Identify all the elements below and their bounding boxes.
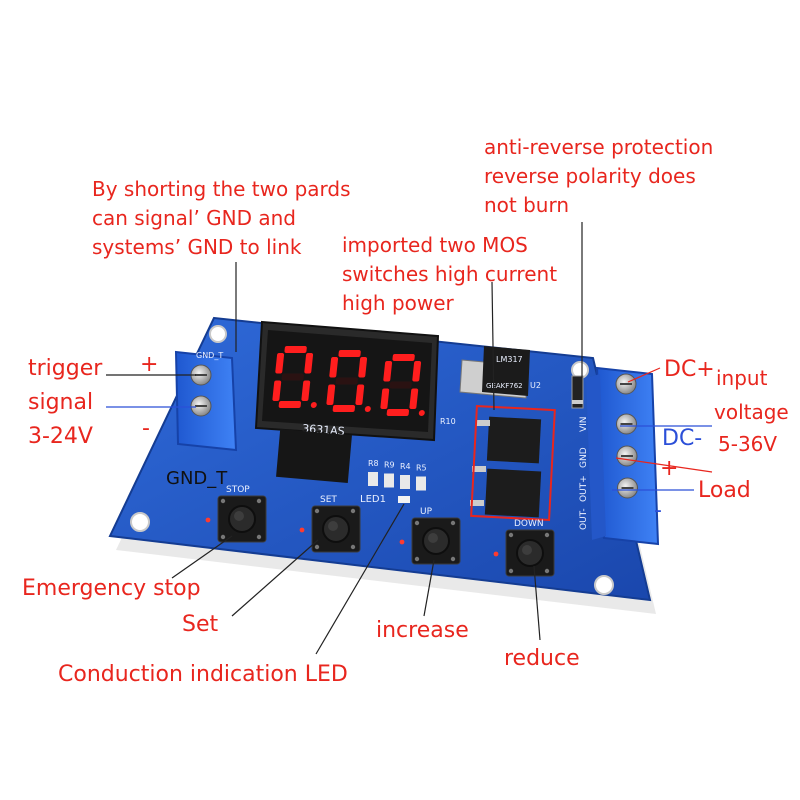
leader-lines bbox=[106, 222, 713, 655]
button-silk-label: DOWN bbox=[514, 519, 544, 529]
segment-d bbox=[278, 401, 302, 408]
display-digits bbox=[272, 346, 425, 416]
segment-c bbox=[355, 384, 365, 405]
display-digit bbox=[272, 346, 317, 408]
segment-b bbox=[304, 353, 314, 374]
resistor-label: R4 bbox=[400, 462, 411, 471]
mos-highlight-box bbox=[470, 404, 556, 522]
mounting-hole bbox=[209, 325, 227, 343]
segment-d bbox=[332, 405, 356, 412]
r10-label: R10 bbox=[440, 417, 456, 426]
mos-note: imported two MOS switches high current h… bbox=[342, 233, 558, 315]
segment-a bbox=[338, 350, 361, 357]
resistor bbox=[384, 473, 394, 488]
mounting-hole bbox=[594, 575, 614, 595]
display-digit bbox=[326, 350, 371, 412]
segment-b bbox=[358, 357, 368, 378]
input-range-label: 5-36V bbox=[718, 432, 778, 456]
segment-c bbox=[409, 388, 419, 409]
button-up[interactable]: UP bbox=[399, 507, 461, 565]
trigger-minus-sign: - bbox=[142, 416, 150, 441]
reduce-label: reduce bbox=[504, 646, 580, 671]
input-label: input bbox=[716, 366, 768, 390]
decimal-point bbox=[310, 402, 317, 408]
gnd-t-silkscreen: GND_T bbox=[196, 351, 223, 360]
terminal-silk-label: GND bbox=[579, 447, 589, 468]
display-digit bbox=[380, 354, 425, 416]
trigger-label: trigger bbox=[28, 356, 103, 381]
segment-g bbox=[335, 377, 358, 385]
resistor bbox=[416, 476, 426, 491]
protection-diode bbox=[571, 375, 584, 409]
gnd-t-label: GND_T bbox=[166, 468, 228, 489]
led1-label: LED1 bbox=[360, 494, 386, 505]
trigger-voltage-range: 3-24V bbox=[28, 424, 93, 449]
segment-a bbox=[284, 346, 307, 353]
voltage-label: voltage bbox=[714, 400, 789, 424]
button-row: STOP SET UP DOWN bbox=[205, 485, 555, 577]
load-label: Load bbox=[698, 478, 751, 503]
segment-g bbox=[281, 373, 304, 381]
optocoupler-chip bbox=[276, 428, 352, 484]
resistor-label: R9 bbox=[384, 461, 395, 470]
segment-f bbox=[329, 357, 339, 378]
decimal-point bbox=[364, 406, 371, 412]
conduction-led bbox=[398, 496, 410, 503]
trigger-plus-sign: + bbox=[140, 352, 159, 377]
segment-e bbox=[272, 380, 282, 401]
led-display: 3631AS bbox=[254, 320, 440, 442]
terminal-silk-label: OUT- bbox=[579, 508, 589, 530]
mounting-hole bbox=[130, 512, 150, 532]
button-silk-label: UP bbox=[420, 507, 433, 517]
pad-dot bbox=[299, 527, 305, 533]
decimal-point bbox=[418, 410, 425, 416]
terminal-silk-label: OUT+ bbox=[579, 475, 589, 502]
shorting-pads-note: By shorting the two pards can signal’ GN… bbox=[92, 177, 351, 259]
segment-c bbox=[301, 380, 311, 401]
increase-label: increase bbox=[376, 618, 469, 643]
pad-dot bbox=[493, 551, 499, 557]
segment-f bbox=[383, 361, 393, 382]
anti-reverse-note: anti-reverse protection reverse polarity… bbox=[484, 135, 714, 217]
load-minus-sign: - bbox=[654, 498, 662, 523]
mos-switches: R10 bbox=[440, 404, 556, 522]
power-terminal-block: VIN GND OUT+ OUT- bbox=[579, 366, 660, 546]
pad-dot bbox=[399, 539, 405, 545]
regulator-label: LM317 bbox=[496, 355, 523, 364]
button-stop[interactable]: STOP bbox=[205, 485, 267, 543]
segment-g bbox=[389, 381, 412, 389]
segment-e bbox=[326, 384, 336, 405]
trigger-terminal-block bbox=[174, 350, 238, 452]
resistor bbox=[400, 475, 410, 489]
segment-b bbox=[412, 361, 422, 382]
set-label: Set bbox=[182, 612, 219, 637]
pad-dot bbox=[205, 517, 211, 523]
resistor-label: R8 bbox=[368, 459, 379, 468]
dc-minus-label: DC- bbox=[662, 426, 703, 451]
led-label: Conduction indication LED bbox=[58, 662, 348, 687]
dc-plus-label: DC+ bbox=[664, 357, 715, 382]
button-set[interactable]: SET bbox=[299, 495, 361, 553]
emergency-stop-label: Emergency stop bbox=[22, 576, 201, 601]
load-plus-sign: + bbox=[660, 456, 679, 481]
button-down[interactable]: DOWN bbox=[493, 519, 555, 577]
terminal-silk-label: VIN bbox=[579, 416, 589, 432]
segment-d bbox=[386, 409, 410, 416]
signal-label: signal bbox=[28, 390, 94, 415]
segment-e bbox=[380, 388, 390, 409]
resistor-row: R8 R9 R4 R5 LED1 bbox=[360, 459, 427, 505]
resistor bbox=[368, 472, 378, 486]
segment-a bbox=[392, 354, 415, 361]
u2-label: U2 bbox=[530, 381, 541, 390]
button-silk-label: STOP bbox=[226, 485, 250, 495]
resistor-label: R5 bbox=[416, 464, 427, 473]
regulator-code: GEAKF762 bbox=[486, 382, 523, 390]
segment-f bbox=[275, 353, 285, 374]
button-silk-label: SET bbox=[320, 495, 337, 505]
